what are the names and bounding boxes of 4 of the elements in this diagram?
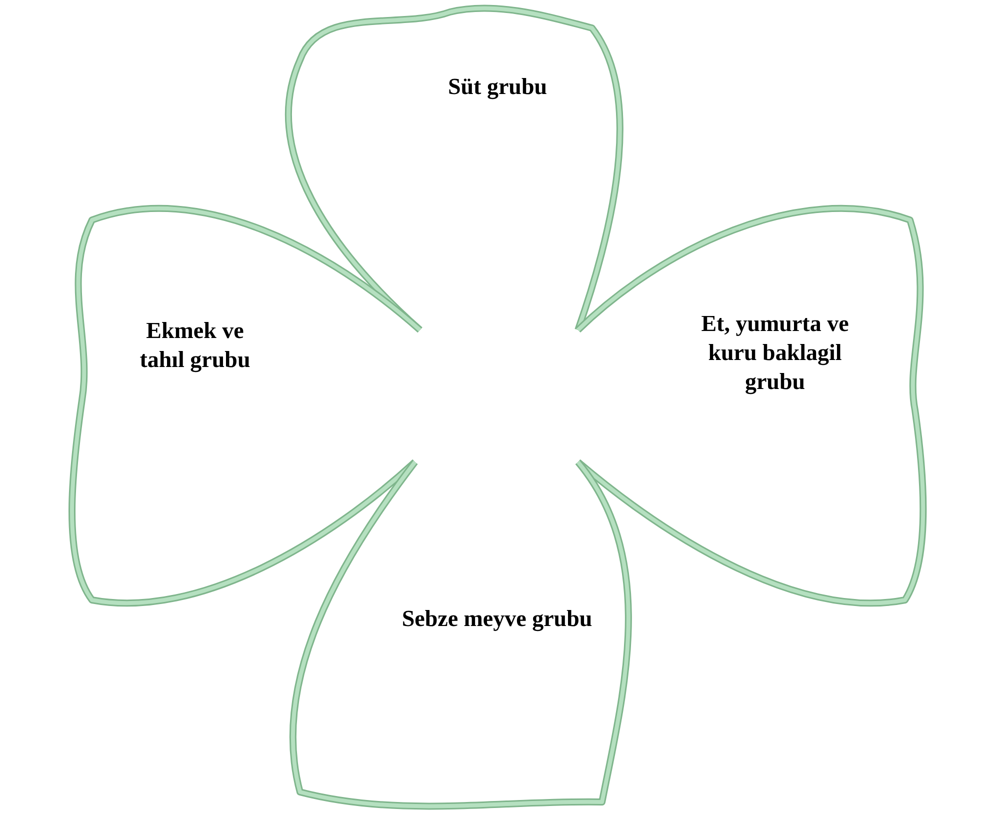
food-group-label: Ekmek ve tahıl grubu xyxy=(138,317,252,374)
food-group-label: Sebze meyve grubu xyxy=(400,605,594,633)
food-group-label: Et, yumurta ve kuru baklagil grubu xyxy=(700,310,850,396)
food-group-label: Süt grubu xyxy=(446,73,548,101)
